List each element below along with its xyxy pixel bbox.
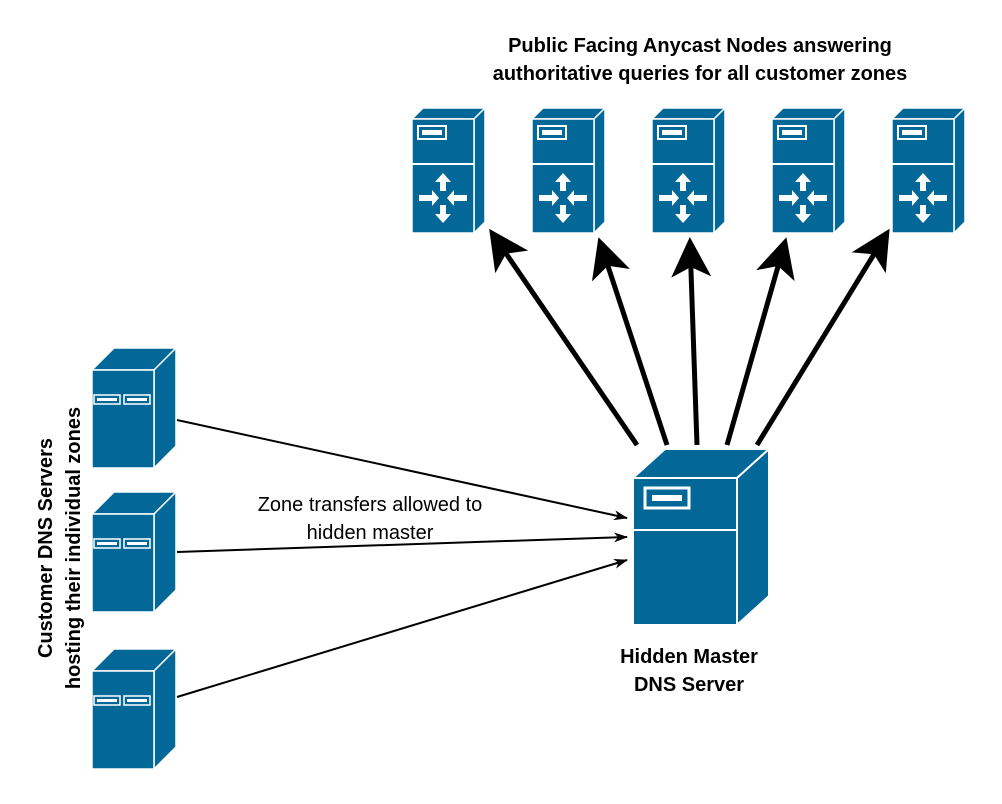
anycast-title-line2: authoritative queries for all customer z…	[493, 63, 908, 85]
zone-transfer-arrows	[176, 419, 628, 698]
anycast-router-icon	[770, 106, 847, 235]
arrow-to-anycast-1	[489, 228, 640, 447]
edge-label-line1: Zone transfers allowed to	[258, 494, 483, 516]
router-arrows-icon	[539, 173, 587, 223]
hidden-master-server	[630, 446, 772, 628]
anycast-title-line1: Public Facing Anycast Nodes answering	[508, 35, 892, 57]
customer-server-icon	[90, 490, 178, 614]
edge-label-line2: hidden master	[307, 522, 434, 544]
customer-label-2: hosting their individual zones	[63, 407, 85, 689]
arrow-to-anycast-3	[671, 237, 712, 446]
router-arrows-icon	[659, 173, 707, 223]
anycast-nodes	[410, 106, 967, 235]
customer-server-icon	[90, 346, 178, 470]
router-arrows-icon	[899, 173, 947, 223]
arrow-to-anycast-4	[724, 237, 795, 446]
arrow-to-anycast-2	[591, 237, 670, 446]
replication-arrows	[489, 228, 890, 447]
customer-server-icon	[90, 647, 178, 771]
hidden-master-label-line2: DNS Server	[634, 674, 744, 696]
anycast-router-icon	[650, 106, 727, 235]
anycast-router-icon	[890, 106, 967, 235]
hidden-master-label-line1: Hidden Master	[620, 646, 758, 668]
customer-servers	[90, 346, 178, 771]
arrow-customer-2	[176, 532, 628, 553]
arrow-customer-1	[176, 419, 628, 521]
arrow-to-anycast-5	[754, 228, 890, 447]
customer-label-line1: Customer DNS Servers	[35, 438, 57, 658]
arrow-customer-3	[176, 559, 628, 698]
router-arrows-icon	[779, 173, 827, 223]
router-arrows-icon	[419, 173, 467, 223]
anycast-router-icon	[410, 106, 487, 235]
customer-label: Customer DNS Servers	[35, 438, 57, 658]
anycast-router-icon	[530, 106, 607, 235]
customer-label-line2: hosting their individual zones	[63, 407, 85, 689]
